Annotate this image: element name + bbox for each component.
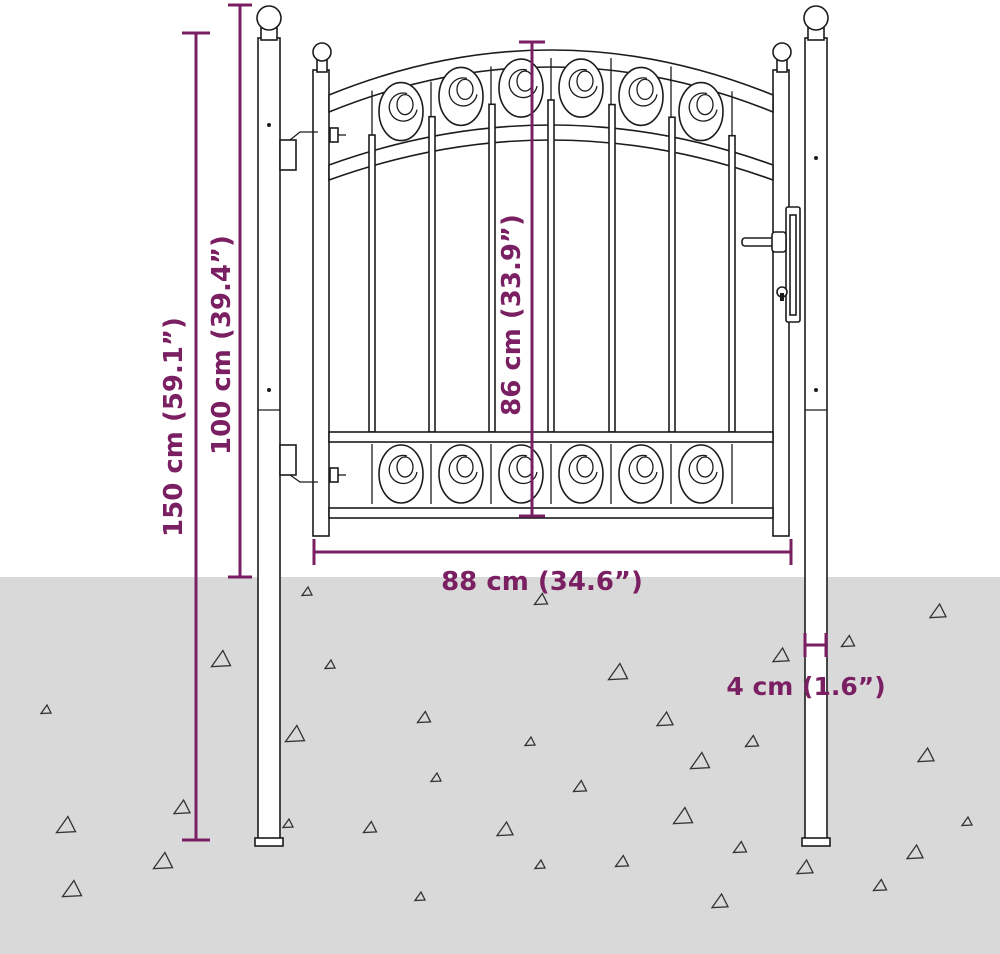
- dimension-label-gate-width: 88 cm (34.6”): [441, 567, 643, 597]
- pebble: [61, 879, 83, 898]
- pebble: [960, 815, 974, 827]
- dimension-label-post-height: 100 cm (39.4”): [207, 235, 237, 455]
- left-post: [254, 5, 284, 847]
- pebble: [152, 851, 174, 870]
- pebble: [413, 890, 427, 902]
- vertical-bar: [428, 115, 436, 433]
- pebble: [607, 662, 629, 681]
- pebble: [55, 815, 77, 834]
- pebble: [416, 710, 432, 724]
- pebble: [323, 658, 337, 670]
- oval-ornament: [678, 81, 724, 142]
- oval-ornament: [378, 444, 432, 504]
- oval-ornament: [558, 444, 612, 504]
- vertical-bar: [728, 134, 736, 433]
- pebble: [495, 820, 515, 837]
- dimension-gate-height: 86 cm (33.9”): [497, 40, 545, 518]
- oval-ornament: [378, 81, 432, 142]
- pebble: [281, 817, 295, 829]
- upper-hinge: [279, 127, 346, 171]
- pebble: [710, 892, 730, 909]
- oval-ornament: [438, 444, 492, 504]
- vertical-bar: [608, 103, 616, 433]
- dimension-post-height: 100 cm (39.4”): [207, 3, 252, 579]
- vertical-bar: [547, 99, 555, 433]
- oval-ornament: [558, 58, 612, 119]
- top-ornament-row: [371, 58, 733, 152]
- pebble: [795, 858, 815, 875]
- pebble: [284, 724, 306, 743]
- pebble: [523, 735, 537, 747]
- pebble: [533, 592, 549, 606]
- oval-ornament: [618, 444, 672, 504]
- pebble: [672, 806, 694, 825]
- pebble: [872, 878, 888, 892]
- pebble: [771, 646, 791, 663]
- oval-ornament: [438, 66, 492, 127]
- pebble: [840, 634, 856, 648]
- lower-hinge: [279, 444, 346, 483]
- ground-area: [0, 577, 1000, 954]
- gravel-pebbles: [39, 585, 974, 909]
- dimension-post-width: 4 cm (1.6”): [726, 633, 886, 701]
- pebble: [210, 649, 232, 668]
- bottom-ornament-row: [371, 444, 733, 504]
- oval-ornament: [498, 444, 552, 504]
- pebble: [39, 703, 53, 715]
- pebble: [928, 602, 948, 619]
- pebble: [533, 858, 547, 870]
- dimension-label-total-height: 150 cm (59.1”): [159, 317, 189, 537]
- pebble: [732, 840, 748, 854]
- oval-ornament: [618, 66, 672, 127]
- pebble: [362, 820, 378, 834]
- dimension-label-post-width: 4 cm (1.6”): [726, 672, 885, 701]
- pebble: [429, 771, 443, 783]
- pebble: [614, 854, 630, 868]
- pebble: [172, 798, 192, 815]
- door-lock: [741, 206, 801, 323]
- pebble: [916, 746, 936, 763]
- pebble: [300, 585, 314, 597]
- vertical-bar: [668, 116, 676, 433]
- pebble: [905, 843, 925, 860]
- vertical-bar: [488, 103, 496, 433]
- pebble: [744, 734, 760, 748]
- oval-ornament: [678, 444, 724, 504]
- right-post: [801, 5, 831, 847]
- dimension-label-gate-height: 86 cm (33.9”): [497, 214, 527, 416]
- gate-leaf: [312, 42, 792, 537]
- pebble: [572, 779, 588, 793]
- pebble: [689, 751, 711, 770]
- pebble: [655, 710, 675, 727]
- dimension-total-height: 150 cm (59.1”): [159, 31, 210, 842]
- dimension-gate-width: 88 cm (34.6”): [312, 539, 793, 597]
- vertical-bar: [368, 134, 376, 433]
